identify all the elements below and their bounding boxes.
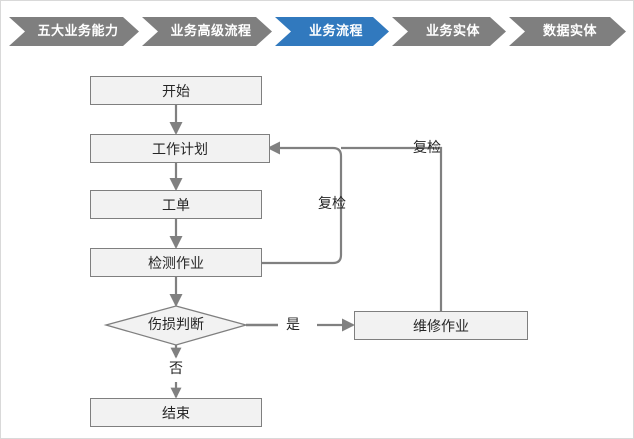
node-decision-shape[interactable] bbox=[103, 305, 249, 346]
flowchart-connectors bbox=[103, 105, 443, 399]
node-end[interactable]: 结束 bbox=[90, 398, 262, 427]
breadcrumb-chevron-0[interactable] bbox=[9, 17, 139, 46]
node-inspection[interactable]: 检测作业 bbox=[90, 248, 262, 277]
node-repair[interactable]: 维修作业 bbox=[354, 311, 528, 340]
breadcrumb-chevron-1[interactable] bbox=[142, 17, 272, 46]
edge-repair-to-workplan-recheck bbox=[341, 146, 443, 311]
node-start[interactable]: 开始 bbox=[90, 76, 262, 105]
edge-label-yes: 是 bbox=[286, 317, 300, 333]
edge-label-no: 否 bbox=[169, 361, 183, 377]
breadcrumb: 五大业务能力 业务高级流程 业务流程 业务实体 数据实体 bbox=[1, 1, 633, 61]
breadcrumb-chevrons bbox=[9, 17, 626, 46]
breadcrumb-chevron-2[interactable] bbox=[275, 17, 389, 46]
breadcrumb-chevron-3[interactable] bbox=[392, 17, 506, 46]
edge-label-recheck-outer: 复检 bbox=[413, 140, 441, 156]
node-work-order[interactable]: 工单 bbox=[90, 190, 262, 219]
edge-label-recheck-inner: 复检 bbox=[318, 196, 346, 212]
node-work-plan[interactable]: 工作计划 bbox=[90, 134, 270, 163]
edge-inspection-to-workplan-recheck bbox=[262, 141, 343, 265]
flowchart: 开始 工作计划 工单 检测作业 维修作业 结束 伤损判断 复检 复检 是 否 bbox=[1, 57, 633, 438]
breadcrumb-chevron-4[interactable] bbox=[509, 17, 626, 46]
